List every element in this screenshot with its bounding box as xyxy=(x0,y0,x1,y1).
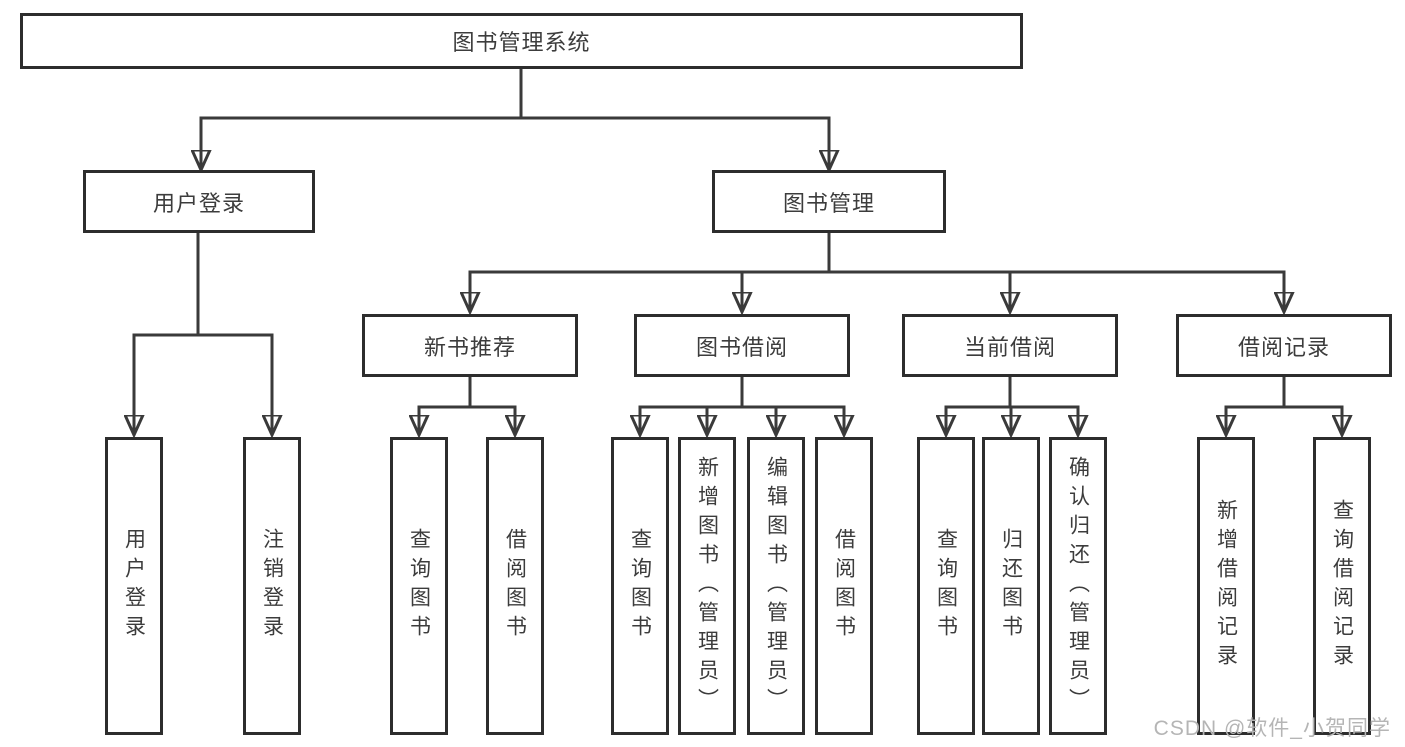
node-root-label: 图书管理系统 xyxy=(452,30,591,55)
leaf-borrow-query-books-label: 查询图书 xyxy=(628,528,652,644)
node-user-login: 用户登录 xyxy=(83,170,315,233)
leaf-newrec-query-books-label: 查询图书 xyxy=(407,528,431,644)
node-book-borrowing: 图书借阅 xyxy=(634,314,850,377)
leaf-current-query-books: 查询图书 xyxy=(917,437,975,735)
node-current-borrowing-label: 当前借阅 xyxy=(963,334,1056,360)
leaf-records-add-record-label: 新增借阅记录 xyxy=(1214,499,1238,673)
node-book-management: 图书管理 xyxy=(712,170,946,233)
leaf-current-query-books-label: 查询图书 xyxy=(934,528,958,644)
leaf-borrow-query-books: 查询图书 xyxy=(611,437,669,735)
leaf-borrow-add-books-admin-label: 新增图书（管理员） xyxy=(695,455,719,717)
node-borrowing-records-label: 借阅记录 xyxy=(1237,334,1330,360)
node-root: 图书管理系统 xyxy=(20,13,1023,69)
node-book-management-label: 图书管理 xyxy=(782,190,875,216)
node-new-book-recommend-label: 新书推荐 xyxy=(423,334,516,360)
leaf-records-query-record-label: 查询借阅记录 xyxy=(1330,499,1354,673)
leaf-newrec-query-books: 查询图书 xyxy=(390,437,448,735)
leaf-user-login: 用户登录 xyxy=(105,437,163,735)
leaf-borrow-borrow-books: 借阅图书 xyxy=(815,437,873,735)
watermark: CSDN @软件_小贺同学 xyxy=(1153,717,1391,740)
leaf-records-query-record: 查询借阅记录 xyxy=(1313,437,1371,735)
leaf-borrow-add-books-admin: 新增图书（管理员） xyxy=(678,437,736,735)
leaf-records-add-record: 新增借阅记录 xyxy=(1197,437,1255,735)
leaf-current-return-books: 归还图书 xyxy=(982,437,1040,735)
leaf-current-confirm-return-admin: 确认归还（管理员） xyxy=(1049,437,1107,735)
node-borrowing-records: 借阅记录 xyxy=(1176,314,1392,377)
node-book-borrowing-label: 图书借阅 xyxy=(695,334,788,360)
node-new-book-recommend: 新书推荐 xyxy=(362,314,578,377)
leaf-newrec-borrow-books-label: 借阅图书 xyxy=(503,528,527,644)
leaf-newrec-borrow-books: 借阅图书 xyxy=(486,437,544,735)
node-current-borrowing: 当前借阅 xyxy=(902,314,1118,377)
leaf-logout: 注销登录 xyxy=(243,437,301,735)
leaf-borrow-borrow-books-label: 借阅图书 xyxy=(832,528,856,644)
leaf-user-login-label: 用户登录 xyxy=(122,528,146,644)
leaf-borrow-edit-books-admin-label: 编辑图书（管理员） xyxy=(764,455,788,717)
leaf-logout-label: 注销登录 xyxy=(260,528,284,644)
node-user-login-label: 用户登录 xyxy=(152,190,245,216)
leaf-borrow-edit-books-admin: 编辑图书（管理员） xyxy=(747,437,805,735)
leaf-current-return-books-label: 归还图书 xyxy=(999,528,1023,644)
leaf-current-confirm-return-admin-label: 确认归还（管理员） xyxy=(1066,455,1090,717)
